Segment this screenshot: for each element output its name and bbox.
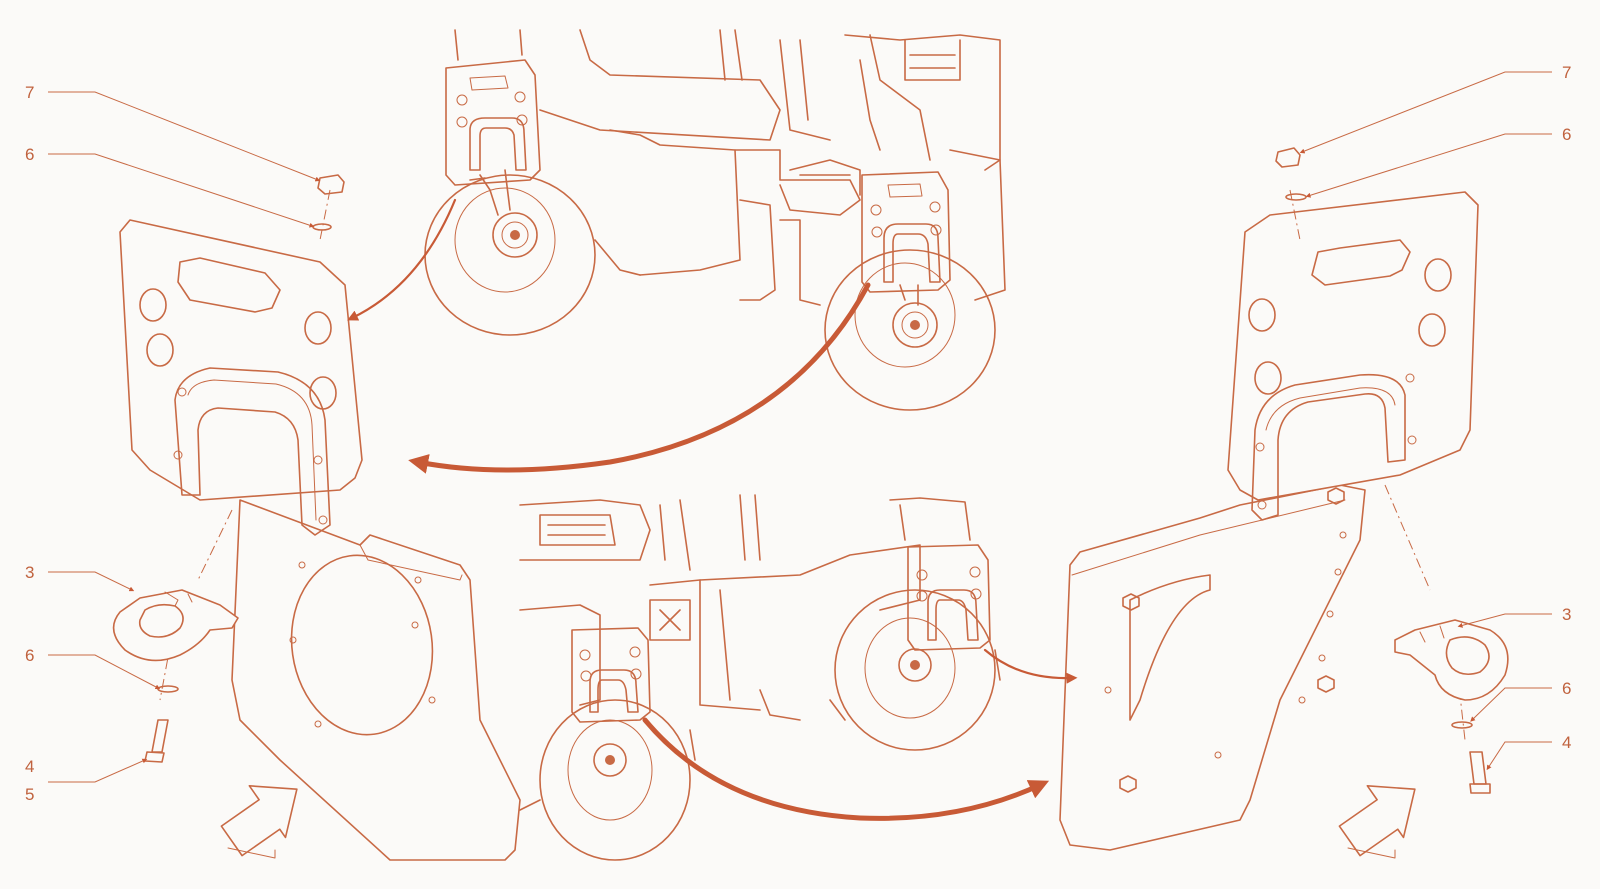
plate-bolts-right: [1119, 487, 1345, 793]
svg-text:5: 5: [25, 785, 34, 804]
left-plate-assembly: [112, 174, 521, 861]
callout-6-right-bottom: 6: [1470, 679, 1571, 722]
callout-7-right: 7: [1299, 63, 1571, 154]
flow-arrows: [347, 198, 1078, 821]
callout-3-right: 3: [1457, 605, 1571, 628]
callout-6-left-top: 6: [25, 145, 315, 228]
callout-6-left-bottom: 6: [25, 646, 161, 690]
svg-text:6: 6: [25, 646, 34, 665]
callout-7-left: 7: [25, 83, 321, 182]
svg-text:6: 6: [25, 145, 34, 164]
machine-top-view: [424, 29, 1006, 411]
svg-text:6: 6: [1562, 125, 1571, 144]
callout-3-left: 3: [25, 563, 135, 592]
right-plate-assembly: [1059, 147, 1509, 851]
front-arrow-right: [1338, 785, 1416, 859]
svg-text:6: 6: [1562, 679, 1571, 698]
machine-bottom-view: [519, 494, 1001, 861]
front-arrow-left: [220, 785, 298, 859]
svg-text:3: 3: [1562, 605, 1571, 624]
svg-text:3: 3: [25, 563, 34, 582]
svg-text:7: 7: [1562, 63, 1571, 82]
callout-6-right-top: 6: [1305, 125, 1571, 198]
callout-4-left: 4: [25, 757, 148, 783]
svg-text:4: 4: [25, 757, 34, 776]
callout-5-left: 5: [25, 785, 34, 804]
svg-text:4: 4: [1562, 733, 1571, 752]
svg-text:7: 7: [25, 83, 34, 102]
callout-4-right: 4: [1486, 733, 1571, 771]
